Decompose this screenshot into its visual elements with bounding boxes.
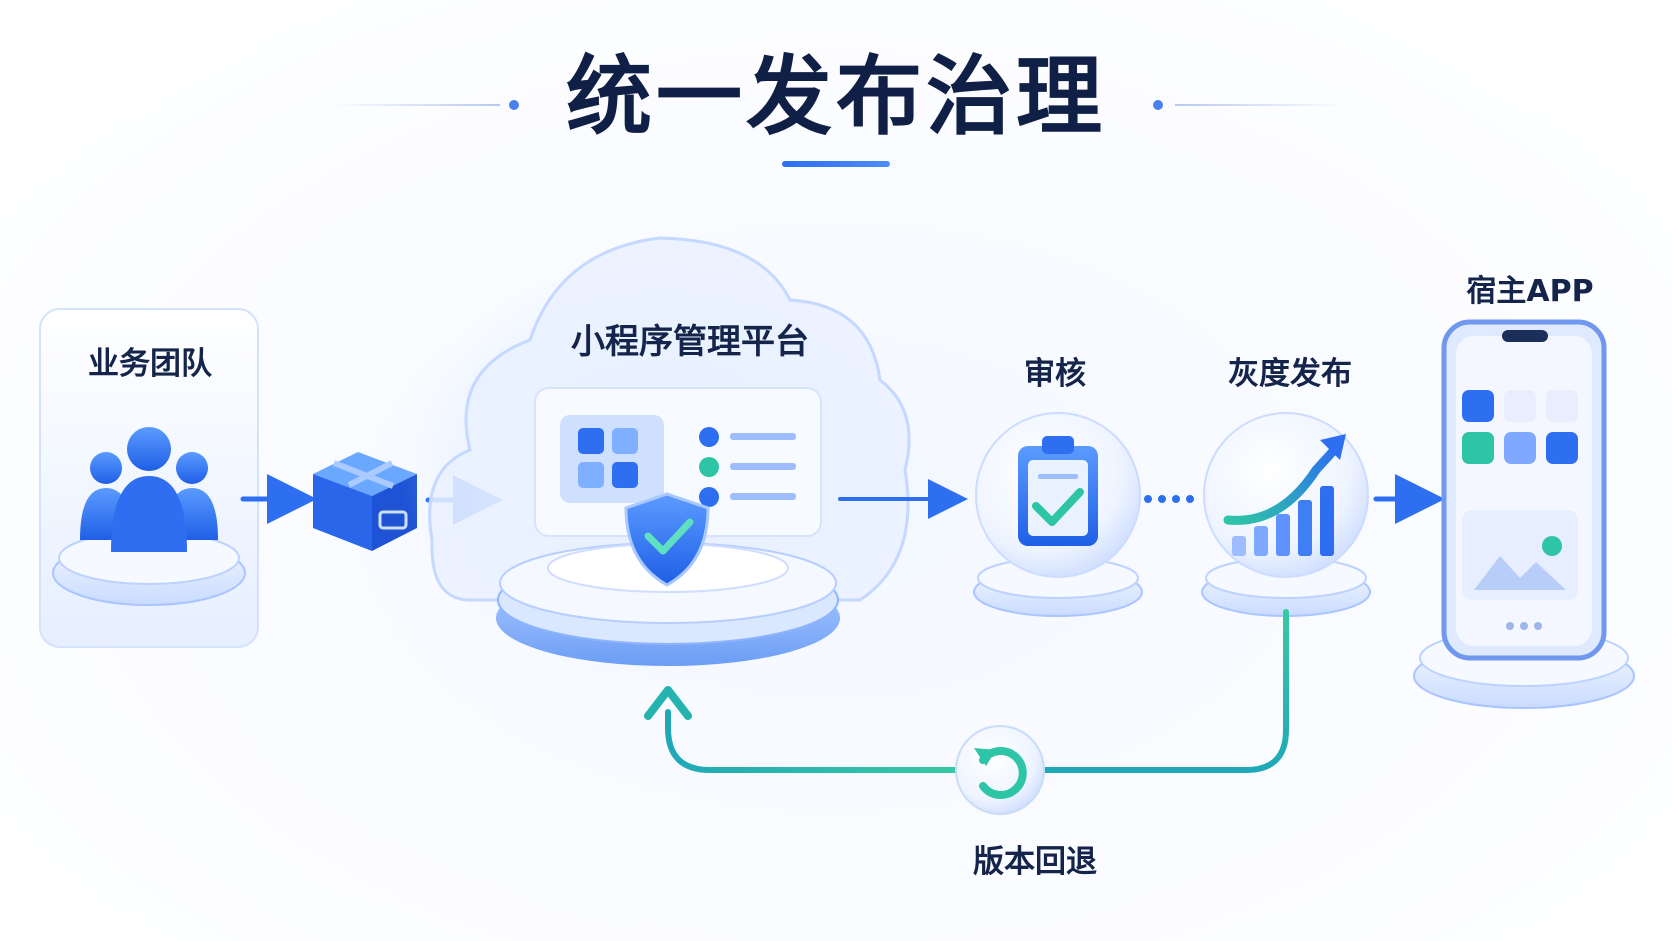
rollback-path-left <box>665 709 963 773</box>
dotted-connector <box>1144 495 1194 503</box>
title-underline <box>782 161 890 167</box>
rollback-icon[interactable] <box>955 725 1045 815</box>
title-decoration-right <box>1175 104 1345 106</box>
title-dot-right <box>1153 100 1163 110</box>
team-node <box>39 308 259 648</box>
review-node <box>973 412 1143 617</box>
rollback-path-right <box>1037 609 1289 773</box>
rollback-arrowhead <box>644 686 692 720</box>
team-label: 业务团队 <box>88 346 212 382</box>
gray-release-node <box>1201 412 1371 617</box>
cloud-platform-icon <box>400 236 920 680</box>
rollback-label: 版本回退 <box>973 844 1097 880</box>
clipboard-check-icon <box>1018 436 1098 546</box>
shield-check-icon <box>624 492 710 587</box>
package-icon <box>313 452 417 551</box>
gray-release-label: 灰度发布 <box>1228 356 1352 392</box>
review-label: 审核 <box>1024 356 1086 392</box>
host-app-label: 宿主APP <box>1466 274 1594 309</box>
users-icon <box>80 427 218 552</box>
smartphone-icon <box>1413 319 1635 709</box>
title-decoration-left <box>330 104 500 106</box>
growth-chart-icon <box>1223 434 1346 556</box>
title-dot-left <box>509 100 519 110</box>
page-title: 统一发布治理 <box>566 47 1106 147</box>
platform-label: 小程序管理平台 <box>571 322 809 362</box>
